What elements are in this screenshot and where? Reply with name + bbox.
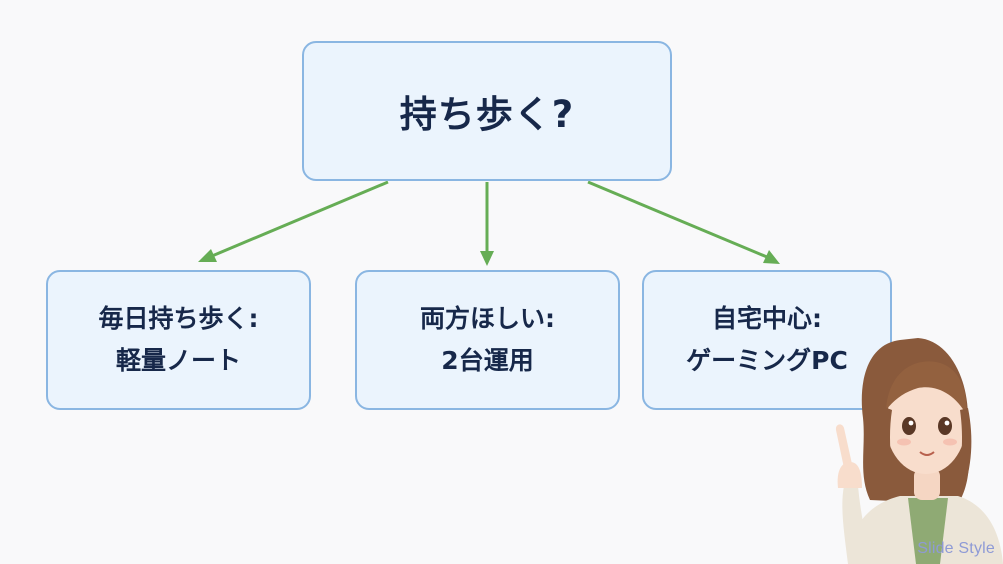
choice-condition: 両方ほしい:	[420, 304, 555, 333]
choice-node-home: 自宅中心: ゲーミングPC	[642, 270, 892, 410]
choice-recommendation: 2台運用	[441, 346, 534, 375]
choice-condition: 自宅中心:	[712, 304, 822, 333]
arrow-root-to-child-1	[198, 180, 389, 262]
watermark-text: Slide Style	[917, 540, 995, 557]
root-question-node: 持ち歩く?	[302, 41, 672, 181]
root-question-label: 持ち歩く?	[399, 93, 575, 136]
choice-condition: 毎日持ち歩く:	[98, 304, 259, 333]
arrow-root-to-child-3	[587, 180, 780, 264]
choice-node-portable: 毎日持ち歩く: 軽量ノート	[46, 270, 311, 410]
pointing-woman-illustration	[835, 338, 1003, 564]
choice-recommendation: 軽量ノート	[115, 346, 241, 375]
arrow-root-to-child-2	[480, 182, 494, 266]
choice-node-both: 両方ほしい: 2台運用	[355, 270, 620, 410]
choice-recommendation: ゲーミングPC	[686, 346, 848, 375]
